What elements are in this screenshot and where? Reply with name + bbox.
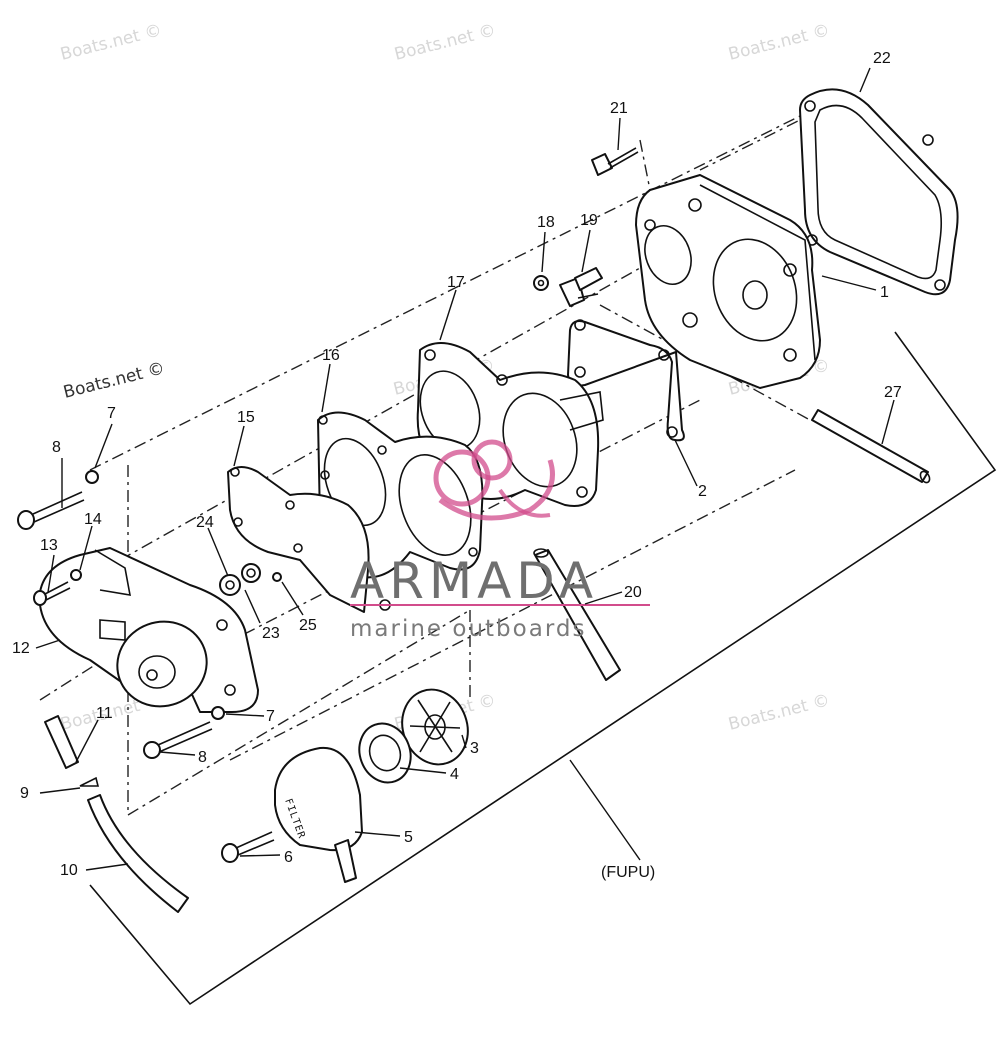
part-12-pump-body xyxy=(39,547,259,713)
assembly-bracket-leader xyxy=(569,759,641,861)
watermark-3: Boats.net © xyxy=(726,20,831,64)
part-23-check-valve xyxy=(219,574,241,596)
callout-7-lower: 7 xyxy=(266,708,275,725)
callout-21: 21 xyxy=(610,100,628,117)
part-20-hose xyxy=(533,548,621,681)
assembly-label: (FUPU) xyxy=(601,864,655,881)
brand-logo-icon xyxy=(433,439,555,521)
part-1-pump-cover xyxy=(635,174,821,389)
callout-7-upper: 7 xyxy=(107,405,116,422)
part-18-nut xyxy=(533,275,549,291)
brand-underline xyxy=(350,604,650,606)
brand-name: ARMADA xyxy=(350,552,598,610)
part-25-rivet xyxy=(272,572,282,582)
part-9-clamp xyxy=(79,776,100,787)
callout-14: 14 xyxy=(84,511,102,528)
callout-18: 18 xyxy=(537,214,555,231)
watermark-1: Boats.net © xyxy=(58,20,163,64)
part-5-filter-cover: FILTER xyxy=(274,746,363,883)
callout-4: 4 xyxy=(450,766,459,783)
callout-3: 3 xyxy=(470,740,479,757)
watermark-dark: Boats.net © xyxy=(61,358,166,402)
part-13-screw xyxy=(33,581,71,606)
callout-2: 2 xyxy=(698,483,707,500)
callout-25: 25 xyxy=(299,617,317,634)
callout-20: 20 xyxy=(624,584,642,601)
callout-12: 12 xyxy=(12,640,30,657)
callout-labels: 1 2 3 4 5 6 7 7 8 8 9 10 11 12 13 14 15 … xyxy=(12,50,902,881)
part-27-pin xyxy=(811,409,931,484)
part-11-fitting xyxy=(44,715,79,769)
callout-16: 16 xyxy=(322,347,340,364)
callout-9: 9 xyxy=(20,785,29,802)
callout-22: 22 xyxy=(873,50,891,67)
brand-tagline: marine outboards xyxy=(350,616,586,642)
callout-23: 23 xyxy=(262,625,280,642)
callout-6: 6 xyxy=(284,849,293,866)
part-6-screw xyxy=(221,831,275,863)
callout-8-upper: 8 xyxy=(52,439,61,456)
callout-10: 10 xyxy=(60,862,78,879)
part-24-washer xyxy=(241,563,261,583)
callout-15: 15 xyxy=(237,409,255,426)
part-14-washer xyxy=(70,569,82,581)
callout-1: 1 xyxy=(880,284,889,301)
callout-19: 19 xyxy=(580,212,598,229)
callout-13: 13 xyxy=(40,537,58,554)
callout-11: 11 xyxy=(96,705,113,722)
part-15-gasket xyxy=(227,466,370,613)
watermark-2: Boats.net © xyxy=(392,20,497,64)
part-21-screw xyxy=(591,147,639,176)
callout-27: 27 xyxy=(884,384,902,401)
callout-8-lower: 8 xyxy=(198,749,207,766)
part-4-gasket xyxy=(358,722,412,784)
callout-24: 24 xyxy=(196,514,214,531)
assembly-bracket xyxy=(89,331,997,1006)
part-7-washer-upper xyxy=(85,470,99,484)
part-10-hose xyxy=(87,794,189,913)
part-8-screw-lower xyxy=(143,721,213,759)
part-8-screw-upper xyxy=(17,491,85,530)
part-22-gasket xyxy=(799,88,959,296)
leader-lines xyxy=(35,67,895,871)
brand-watermark: ARMADA marine outboards xyxy=(350,439,650,642)
watermark-8: Boats.net © xyxy=(726,690,831,734)
callout-5: 5 xyxy=(404,829,413,846)
part-19-elbow-fitting xyxy=(559,267,603,307)
callout-17: 17 xyxy=(447,274,465,291)
part-7-washer-lower xyxy=(211,706,225,720)
